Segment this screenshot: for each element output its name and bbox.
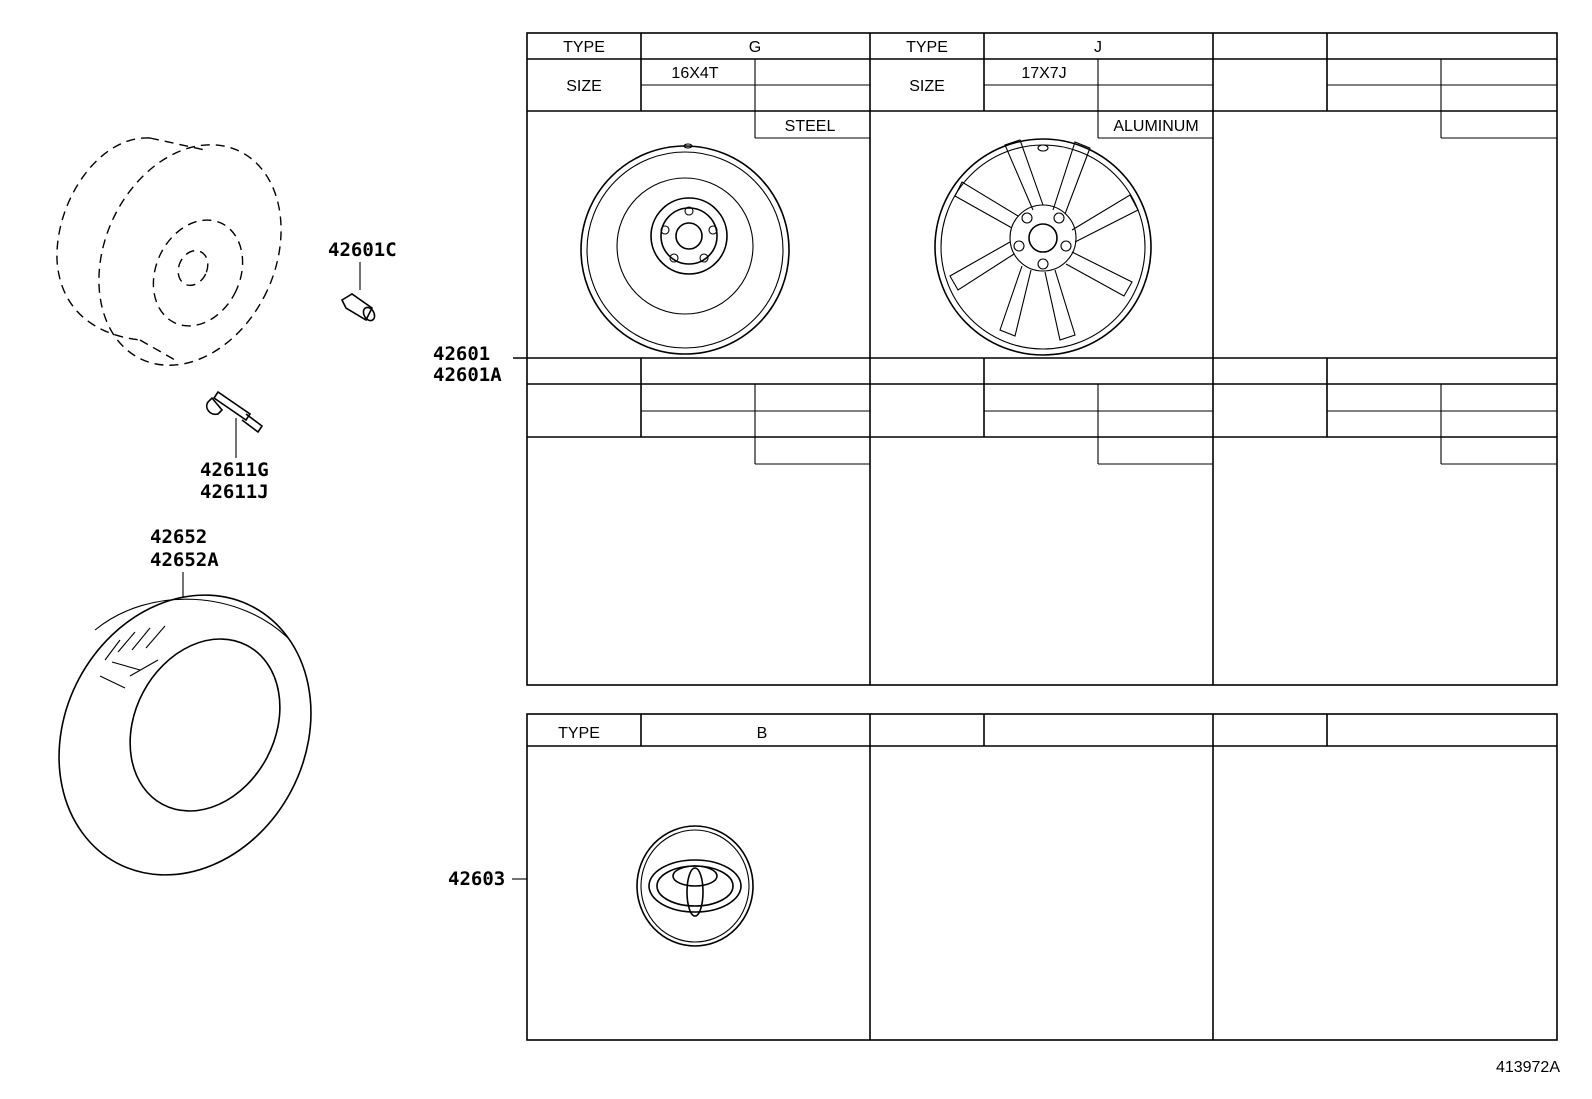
type-value-j: J [1094,39,1102,56]
cap-type-value-b: B [757,725,768,742]
cap-type-header: TYPE [558,725,600,742]
type-header-g: TYPE [563,39,605,56]
cap-table [526,713,1558,1041]
wheel-table [513,32,1558,686]
part-number-42601: 42601 [433,343,490,365]
aluminum-wheel-icon [934,138,1152,356]
size-value-j: 17X7J [1021,65,1066,82]
material-steel: STEEL [785,118,836,135]
size-value-g: 16X4T [671,65,718,82]
hub-nut-icon [340,262,376,322]
part-number-42652a: 42652A [150,549,219,571]
hub-cap-emblem-icon [636,825,754,947]
type-value-g: G [749,39,761,56]
part-number-42601c: 42601C [328,239,397,261]
diagram-reference-number: 413972A [1496,1059,1560,1076]
part-number-42603: 42603 [448,868,505,890]
type-header-j: TYPE [906,39,948,56]
size-header-g: SIZE [566,78,602,95]
part-number-42611g: 42611G [200,459,269,481]
tire-icon [58,594,312,876]
size-header-j: SIZE [909,78,945,95]
material-aluminum: ALUMINUM [1113,118,1198,135]
part-number-42611j: 42611J [200,481,269,503]
part-number-42601a: 42601A [433,364,502,386]
valve-stem-icon [205,390,264,458]
wheel-assembly-phantom-icon [56,137,282,366]
part-number-42652: 42652 [150,526,207,548]
steel-wheel-icon [580,143,790,355]
